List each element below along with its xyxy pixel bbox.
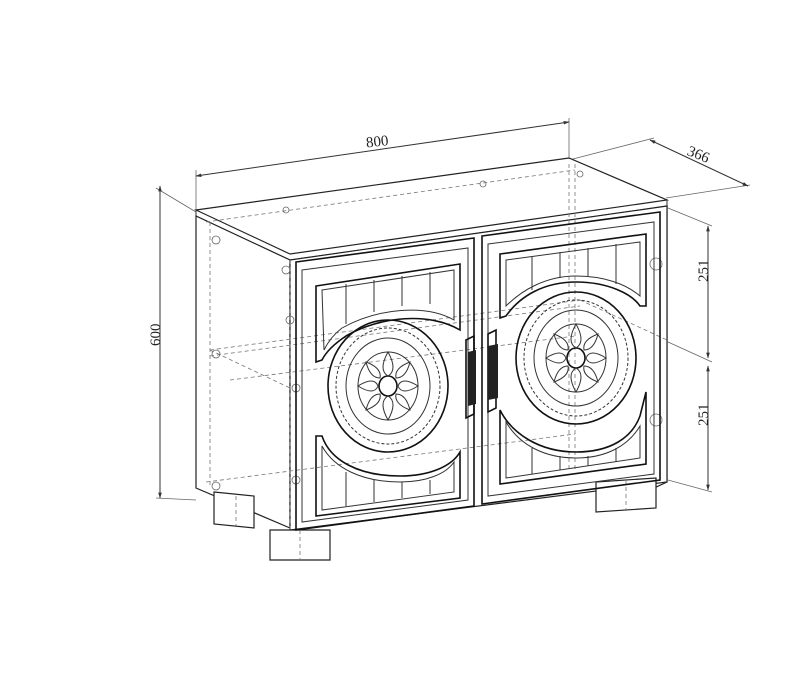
- dimension-depth: 366: [568, 137, 751, 199]
- right-rosette-ornament: [515, 291, 637, 425]
- right-door: [481, 211, 661, 505]
- cabinet-body: [193, 157, 670, 531]
- left-rosette-ornament: [327, 319, 449, 453]
- dimension-sections: 251 251: [667, 207, 713, 493]
- door-handles: [465, 328, 498, 420]
- width-label: 800: [365, 133, 389, 151]
- upper-section-label: 251: [696, 260, 712, 283]
- left-door: [295, 237, 475, 531]
- height-label: 600: [148, 324, 164, 347]
- dimension-width: 800: [195, 118, 570, 212]
- lower-section-label: 251: [696, 404, 712, 427]
- depth-label: 366: [685, 143, 712, 166]
- dimension-height: 600: [148, 185, 197, 501]
